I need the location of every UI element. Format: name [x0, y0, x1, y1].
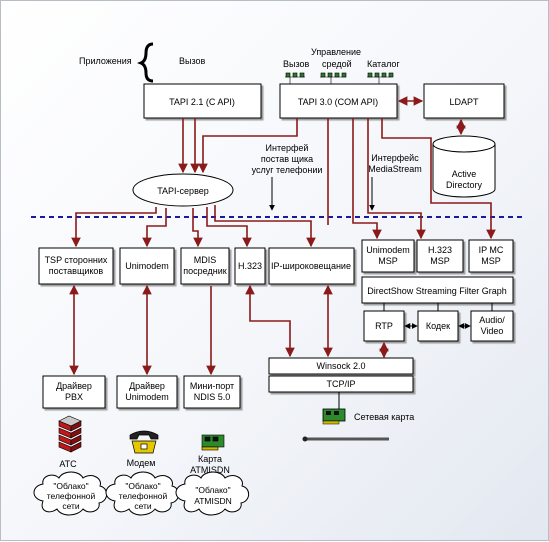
- codec-label: Кодек: [426, 321, 450, 331]
- driver-connectors: [69, 284, 216, 376]
- pbx-driver-label-2: PBX: [65, 392, 83, 402]
- cloud1-label-3: сети: [62, 501, 80, 511]
- pbx-driver-box: [42, 375, 106, 409]
- ndis-miniport-box: [183, 375, 241, 409]
- cable-icon: [302, 436, 389, 442]
- apps-label: Приложения: [79, 56, 132, 66]
- media-mgmt-label-1: Управление: [311, 47, 361, 57]
- brace-icon: [136, 42, 154, 83]
- interface-pins-icon: [285, 72, 394, 84]
- h323-msp-box: [416, 239, 464, 273]
- atm-card-label-1: Карта: [198, 454, 222, 464]
- audio-video-label-2: Video: [481, 326, 504, 336]
- tsp-box: [38, 247, 114, 285]
- pbx-label: АТС: [59, 459, 77, 469]
- iface-tel-label-3: услуг телефонии: [252, 165, 323, 175]
- ipmc-msp-label-2: MSP: [481, 256, 501, 266]
- tsp-label-2: поставщиков: [49, 266, 104, 276]
- atm-card-icon: [201, 434, 225, 451]
- tsp-label-1: TSP сторонних: [45, 255, 108, 265]
- media-connectors: [379, 303, 493, 359]
- cloud2-label-1: "Облако": [125, 481, 160, 491]
- ip-broadcast-label: IP-широковещание: [271, 261, 351, 271]
- cloud-icon: [175, 471, 250, 516]
- unimodem-box: [119, 247, 175, 285]
- rtp-box: [363, 310, 405, 342]
- directshow-box: [361, 276, 514, 304]
- call-label-2: Вызов: [283, 59, 310, 69]
- ndis-proxy-label-1: MDIS: [194, 255, 217, 265]
- h323-label: H.323: [238, 261, 262, 271]
- atm-card-label-2: ATMISDN: [190, 465, 230, 475]
- cloud-icon: [33, 471, 108, 516]
- pbx-driver-label-1: Драйвер: [56, 381, 92, 391]
- ip-broadcast-box: [268, 247, 355, 285]
- tsp-connectors: [71, 205, 316, 248]
- h323-box: [234, 247, 266, 285]
- cloud2-label-3: сети: [134, 501, 152, 511]
- rtp-label: RTP: [375, 321, 393, 331]
- unimodem-label: Unimodem: [125, 261, 169, 271]
- iface-tel-label-1: Интерфей: [266, 143, 309, 153]
- modem-label: Модем: [127, 458, 156, 468]
- ldapt-label: LDAPT: [449, 97, 479, 107]
- cloud1-label-1: "Облако": [53, 481, 88, 491]
- tcpip-label: TCP/IP: [326, 379, 355, 389]
- winsock-connectors: [245, 284, 340, 411]
- cloud3-label-1: "Облако": [195, 485, 230, 495]
- ndis-proxy-box: [180, 247, 230, 285]
- tapi-connectors: [178, 96, 496, 240]
- network-card-label: Сетевая карта: [354, 412, 414, 422]
- unimodem-driver-label-2: Unimodem: [125, 392, 169, 402]
- winsock-box: [268, 357, 414, 375]
- h323-msp-label-1: H.323: [428, 245, 452, 255]
- unimodem-msp-label-2: MSP: [378, 256, 398, 266]
- audio-video-label-1: Audio/: [479, 315, 505, 325]
- unimodem-msp-label-1: Unimodem: [366, 245, 410, 255]
- call-label: Вызов: [179, 56, 206, 66]
- active-directory-label-1: Active: [452, 169, 477, 179]
- ldapt-box: [423, 83, 505, 119]
- unimodem-msp-box: [361, 239, 415, 273]
- tapi30-box: [279, 83, 398, 119]
- tapi30-label: TAPI 3.0 (COM API): [298, 97, 378, 107]
- tapi21-box: [143, 83, 262, 119]
- unimodem-driver-box: [116, 375, 178, 409]
- cloud2-label-2: телефонной: [119, 491, 168, 501]
- ndis-miniport-label-2: NDIS 5.0: [194, 392, 231, 402]
- directshow-label: DirectShow Streaming Filter Graph: [367, 286, 507, 296]
- tapi-server-ellipse: [132, 173, 234, 207]
- cloud3-label-2: ATMISDN: [194, 496, 232, 506]
- tapi21-label: TAPI 2.1 (C API): [169, 97, 235, 107]
- modem-phone-icon: [129, 430, 159, 454]
- unimodem-driver-label-1: Драйвер: [129, 381, 165, 391]
- cloud-icon: [105, 471, 180, 516]
- catalog-label: Каталог: [367, 59, 400, 69]
- ndis-proxy-label-2: посредник: [183, 266, 226, 276]
- winsock-label: Winsock 2.0: [316, 361, 365, 371]
- ipmc-msp-box: [468, 239, 514, 273]
- ipmc-msp-label-1: IP MC: [479, 245, 504, 255]
- codec-box: [417, 310, 459, 342]
- active-directory-label-2: Directory: [446, 180, 483, 190]
- tcpip-box: [268, 375, 414, 393]
- iface-ms-label-2: MediaStream: [368, 164, 422, 174]
- pbx-icon: [58, 415, 82, 453]
- active-directory-cylinder: [432, 135, 496, 198]
- audio-video-box: [470, 310, 514, 342]
- media-mgmt-label-2: средой: [322, 59, 352, 69]
- network-card-icon: [322, 408, 346, 425]
- h323-msp-label-2: MSP: [430, 256, 450, 266]
- tapi-server-label: TAPI-сервер: [157, 186, 209, 196]
- iface-tel-label-2: постав щика: [261, 154, 313, 164]
- ndis-miniport-label-1: Мини-порт: [190, 381, 234, 391]
- cloud1-label-2: телефонной: [47, 491, 96, 501]
- iface-ms-label-1: Интерфейс: [371, 153, 419, 163]
